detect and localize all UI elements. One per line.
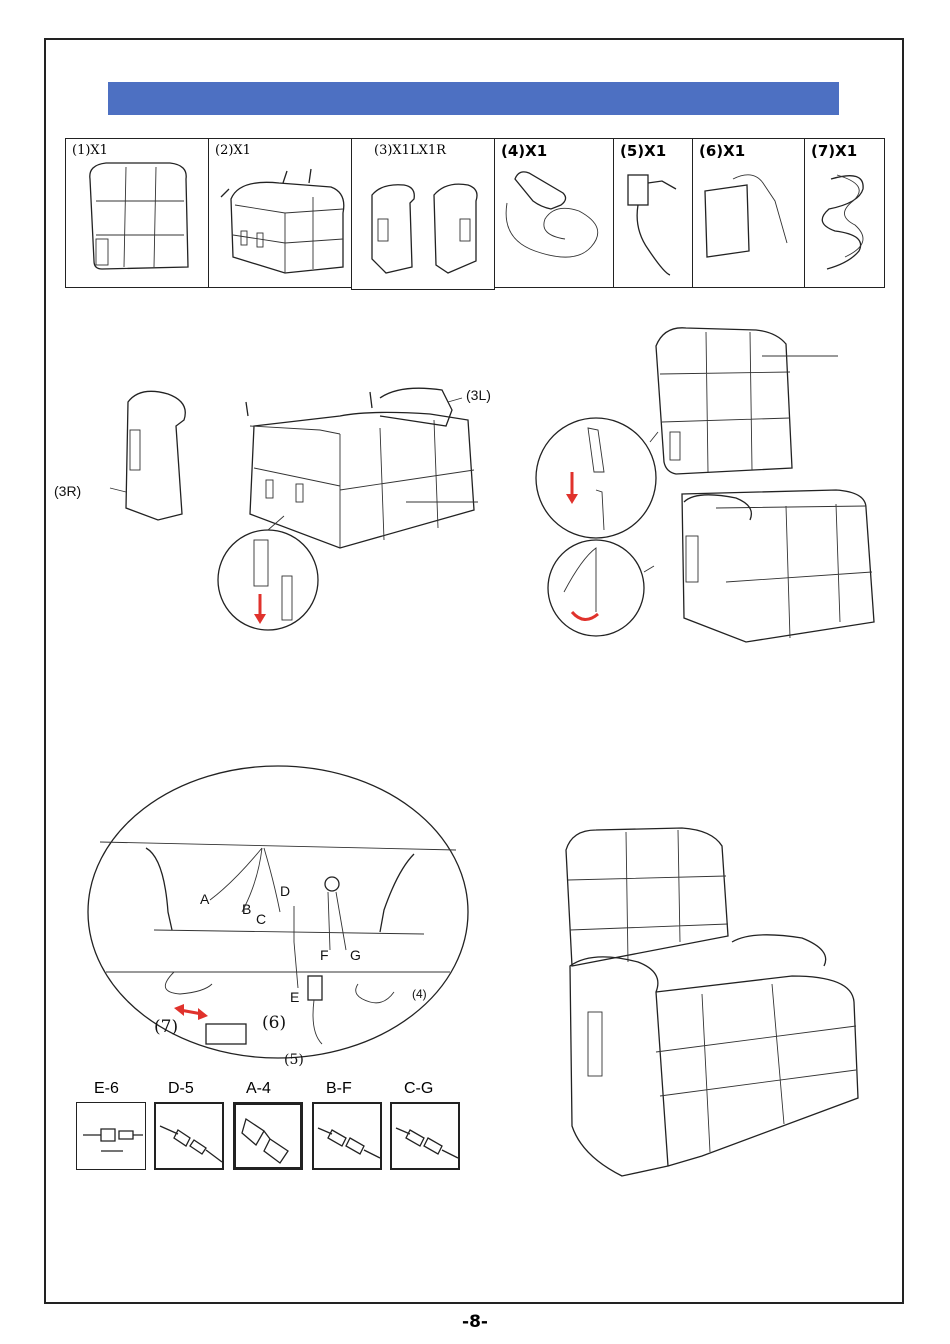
part-cell-3: (3)X1LX1R [351,138,495,290]
power-cord-illustration [805,139,886,289]
step1-armrest-assembly: (3R) (3L) [50,380,510,640]
wire-label-f: F [320,947,329,963]
label-3l: (3L) [466,387,491,403]
backrest-illustration [66,139,210,289]
wire-label-c: C [256,911,266,927]
part-label-7: (7) [154,1017,178,1037]
connector-image-cg [390,1102,460,1170]
connector-label: A-4 [246,1080,271,1098]
wire-label-b: B [242,901,251,917]
connector-image-a4 [233,1102,303,1170]
part-label-4: (4) [412,987,427,1001]
armrests-illustration [352,139,496,289]
battery-box-illustration [693,139,806,289]
seat-illustration [209,139,353,289]
parts-list: (1)X1 (2)X1 (3)X1LX1R (4)X1 (5)X1 [65,138,885,290]
connector-label: B-F [326,1080,352,1098]
step2-backrest-assembly [536,322,896,652]
part-label-5: (5) [284,1052,304,1068]
wiring-diagram: A B C D F G E (4) (5) (6) (7) [84,762,474,1072]
connector-label: C-G [404,1080,433,1098]
title-banner [108,82,839,115]
connector-label: E-6 [94,1080,119,1098]
connector-image-e6 [76,1102,146,1170]
wire-label-g: G [350,947,361,963]
part-cell-4: (4)X1 [494,138,614,288]
part-cell-5: (5)X1 [613,138,693,288]
label-3r: (3R) [54,483,81,499]
connector-image-bf [312,1102,382,1170]
part-cell-6: (6)X1 [692,138,805,288]
remote-control-illustration [495,139,615,289]
page-number: -8- [0,1312,950,1332]
wire-label-d: D [280,883,290,899]
part-cell-1: (1)X1 [65,138,209,288]
part-cell-2: (2)X1 [208,138,352,288]
assembled-chair-illustration [552,826,862,1176]
part-cell-7: (7)X1 [804,138,885,288]
power-adapter-illustration [614,139,694,289]
wire-label-e: E [290,989,299,1005]
wire-label-a: A [200,891,210,907]
connector-label: D-5 [168,1080,194,1098]
part-label-6: (6) [262,1013,286,1033]
connector-image-d5 [154,1102,224,1170]
